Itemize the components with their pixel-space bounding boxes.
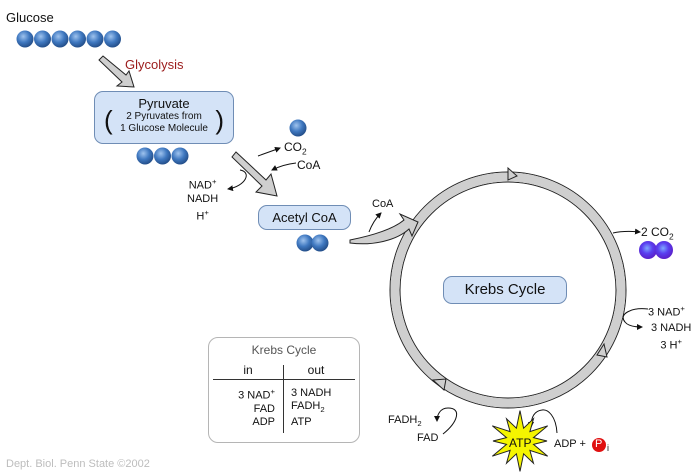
- phosphate-label: P: [595, 438, 603, 450]
- pyruvate-box: Pyruvate 2 Pyruvates from 1 Glucose Mole…: [94, 91, 234, 144]
- nad-curve-arrow: [227, 169, 247, 192]
- krebs-co2-molecules: [639, 241, 673, 259]
- table-out-row: ATP: [291, 416, 312, 429]
- table-in-column: 3 NAD+ FAD ADP: [238, 385, 275, 429]
- carbon-atom: [104, 30, 121, 48]
- carbon-atom: [311, 234, 329, 252]
- krebs-summary-table: Krebs Cycle in out 3 NAD+ FAD ADP 3 NADH…: [208, 337, 360, 443]
- pyruvate-subtitle-1: 2 Pyruvates from: [126, 111, 202, 122]
- carbon-atom: [51, 30, 69, 48]
- pyruvate-title: Pyruvate: [138, 96, 190, 111]
- acetyl-entry-arrow: [349, 212, 419, 245]
- coa-out-label: CoA: [372, 198, 394, 210]
- table-in-row: ADP: [252, 415, 275, 428]
- carbon-atom: [69, 30, 86, 48]
- table-title: Krebs Cycle: [251, 343, 317, 357]
- carbon-atom: [171, 147, 189, 165]
- carbon-atom: [154, 147, 171, 165]
- co2-label: CO2: [284, 140, 307, 157]
- glucose-label: Glucose: [6, 10, 54, 25]
- two-co2-label: 2 CO2: [641, 225, 674, 242]
- fad-curve-arrow: [434, 407, 458, 435]
- fad-label: FAD: [417, 432, 439, 444]
- carbon-atom: [16, 30, 34, 48]
- glycolysis-arrow: [98, 55, 135, 88]
- table-divider-v: [283, 365, 284, 433]
- table-header-out: out: [307, 363, 325, 377]
- table-in-row: FAD: [253, 402, 275, 415]
- glycolysis-label: Glycolysis: [125, 57, 184, 72]
- table-divider-h: [213, 379, 355, 380]
- paren-right: ): [215, 105, 224, 135]
- table-in-row: 3 NAD+: [238, 387, 275, 402]
- carbon-atom: [136, 147, 154, 165]
- coa-release-arrow: [368, 212, 382, 233]
- co2-release-arrow: [257, 146, 281, 157]
- nad-nadh-label: NAD+ NADH H+: [187, 177, 219, 223]
- carbon-atom: [289, 119, 307, 137]
- krebs-cycle-label: Krebs Cycle: [443, 276, 567, 304]
- acetyl-coa-molecule: [296, 234, 329, 252]
- carbon-atom: [296, 234, 314, 252]
- pyruvate-to-acetyl-arrow: [231, 151, 278, 197]
- carbon-atom: [639, 241, 657, 259]
- krebs-nad-label: 3 NAD+: [648, 304, 685, 319]
- credit-text: Dept. Biol. Penn State ©2002: [6, 458, 150, 470]
- carbon-atom: [34, 30, 51, 48]
- atp-label: ATP: [509, 436, 532, 450]
- adp-plus-label: ADP +: [554, 438, 586, 450]
- carbon-atom: [655, 241, 673, 259]
- coa-in-label: CoA: [297, 158, 321, 172]
- fadh2-label: FADH2: [388, 414, 422, 429]
- pyruvate-molecule: [136, 147, 189, 165]
- pyruvate-subtitle-2: 1 Glucose Molecule: [120, 123, 208, 134]
- table-out-column: 3 NADH FADH2 ATP: [291, 387, 331, 429]
- phosphate-sub: i: [607, 443, 609, 453]
- coa-in-arrow: [271, 162, 297, 171]
- atp-burst-icon: [491, 410, 549, 472]
- table-out-row: FADH2: [291, 400, 325, 415]
- ring-arrowhead-left: [431, 378, 447, 391]
- krebs-co2-arrow: [612, 228, 641, 235]
- acetyl-coa-box: Acetyl CoA: [258, 205, 351, 230]
- krebs-nad-arrow: [622, 308, 649, 330]
- phosphate-icon: [592, 438, 606, 452]
- krebs-nadh-label: 3 NADH 3 H+: [651, 322, 692, 352]
- glucose-molecule: [16, 30, 121, 48]
- carbon-atom: [86, 30, 104, 48]
- paren-left: (: [104, 105, 113, 135]
- table-out-row: 3 NADH: [291, 387, 332, 399]
- co2-carbon: [289, 119, 307, 137]
- ring-arrowhead-top: [507, 166, 518, 181]
- ring-arrowhead-right: [596, 342, 608, 358]
- table-header-in: in: [243, 363, 253, 377]
